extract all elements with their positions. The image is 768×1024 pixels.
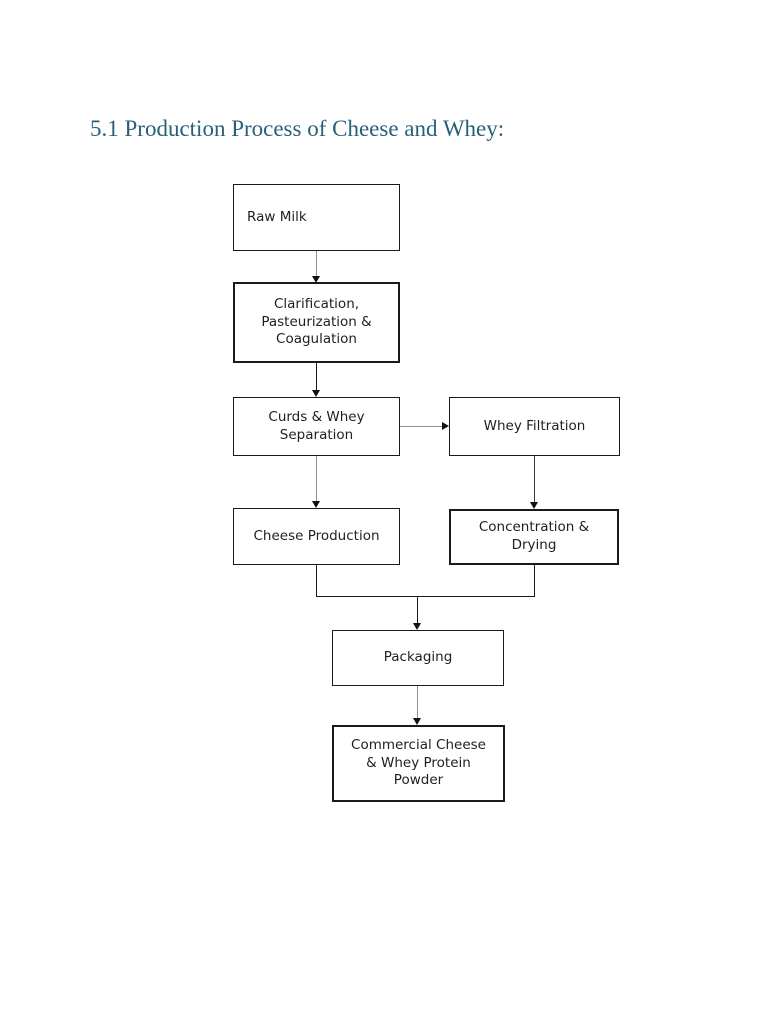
flow-box-label: Raw Milk [247,208,307,225]
connector-merge-to-packaging [417,596,419,624]
flow-box-label: Commercial Cheese & Whey Protein Powder [351,736,486,789]
arrowhead-right-icon [442,422,449,430]
flow-box-raw-milk: Raw Milk [233,184,400,251]
connector-cheese-production-merge-drop [316,565,318,596]
flow-box-label: Clarification, Pasteurization & Coagulat… [261,295,372,348]
flow-box-label: Whey Filtration [483,417,586,434]
connector-raw-milk-to-clarification [316,251,318,277]
flow-box-label: Concentration & Drying [478,519,590,553]
flow-box-label: Packaging [383,649,453,666]
flow-box-label: Cheese Production [253,527,380,544]
connector-whey-filtration-to-concentration [534,456,536,503]
arrowhead-down-icon [413,718,421,725]
flow-box-whey-filtration: Whey Filtration [449,397,620,456]
arrowhead-down-icon [413,623,421,630]
connector-curds-to-whey-filtration [400,426,443,428]
flow-box-label: Curds & Whey Separation [268,408,365,443]
flow-box-clarification-pasteurization-coagulation: Clarification, Pasteurization & Coagulat… [233,282,400,363]
arrowhead-down-icon [312,390,320,397]
connector-curds-to-cheese-production [316,456,318,502]
flow-box-cheese-production: Cheese Production [233,508,400,565]
flow-box-concentration-drying: Concentration & Drying [449,509,619,565]
flow-box-packaging: Packaging [332,630,504,686]
flow-box-commercial-cheese-whey-protein-powder: Commercial Cheese & Whey Protein Powder [332,725,505,802]
connector-concentration-merge-drop [534,565,536,596]
connector-merge-horizontal [316,596,535,598]
arrowhead-down-icon [312,276,320,283]
flow-box-curds-whey-separation: Curds & Whey Separation [233,397,400,456]
section-heading: 5.1 Production Process of Cheese and Whe… [90,116,505,141]
arrowhead-down-icon [530,502,538,509]
connector-packaging-to-commercial [417,686,419,719]
connector-clarification-to-curds [316,363,318,391]
arrowhead-down-icon [312,501,320,508]
